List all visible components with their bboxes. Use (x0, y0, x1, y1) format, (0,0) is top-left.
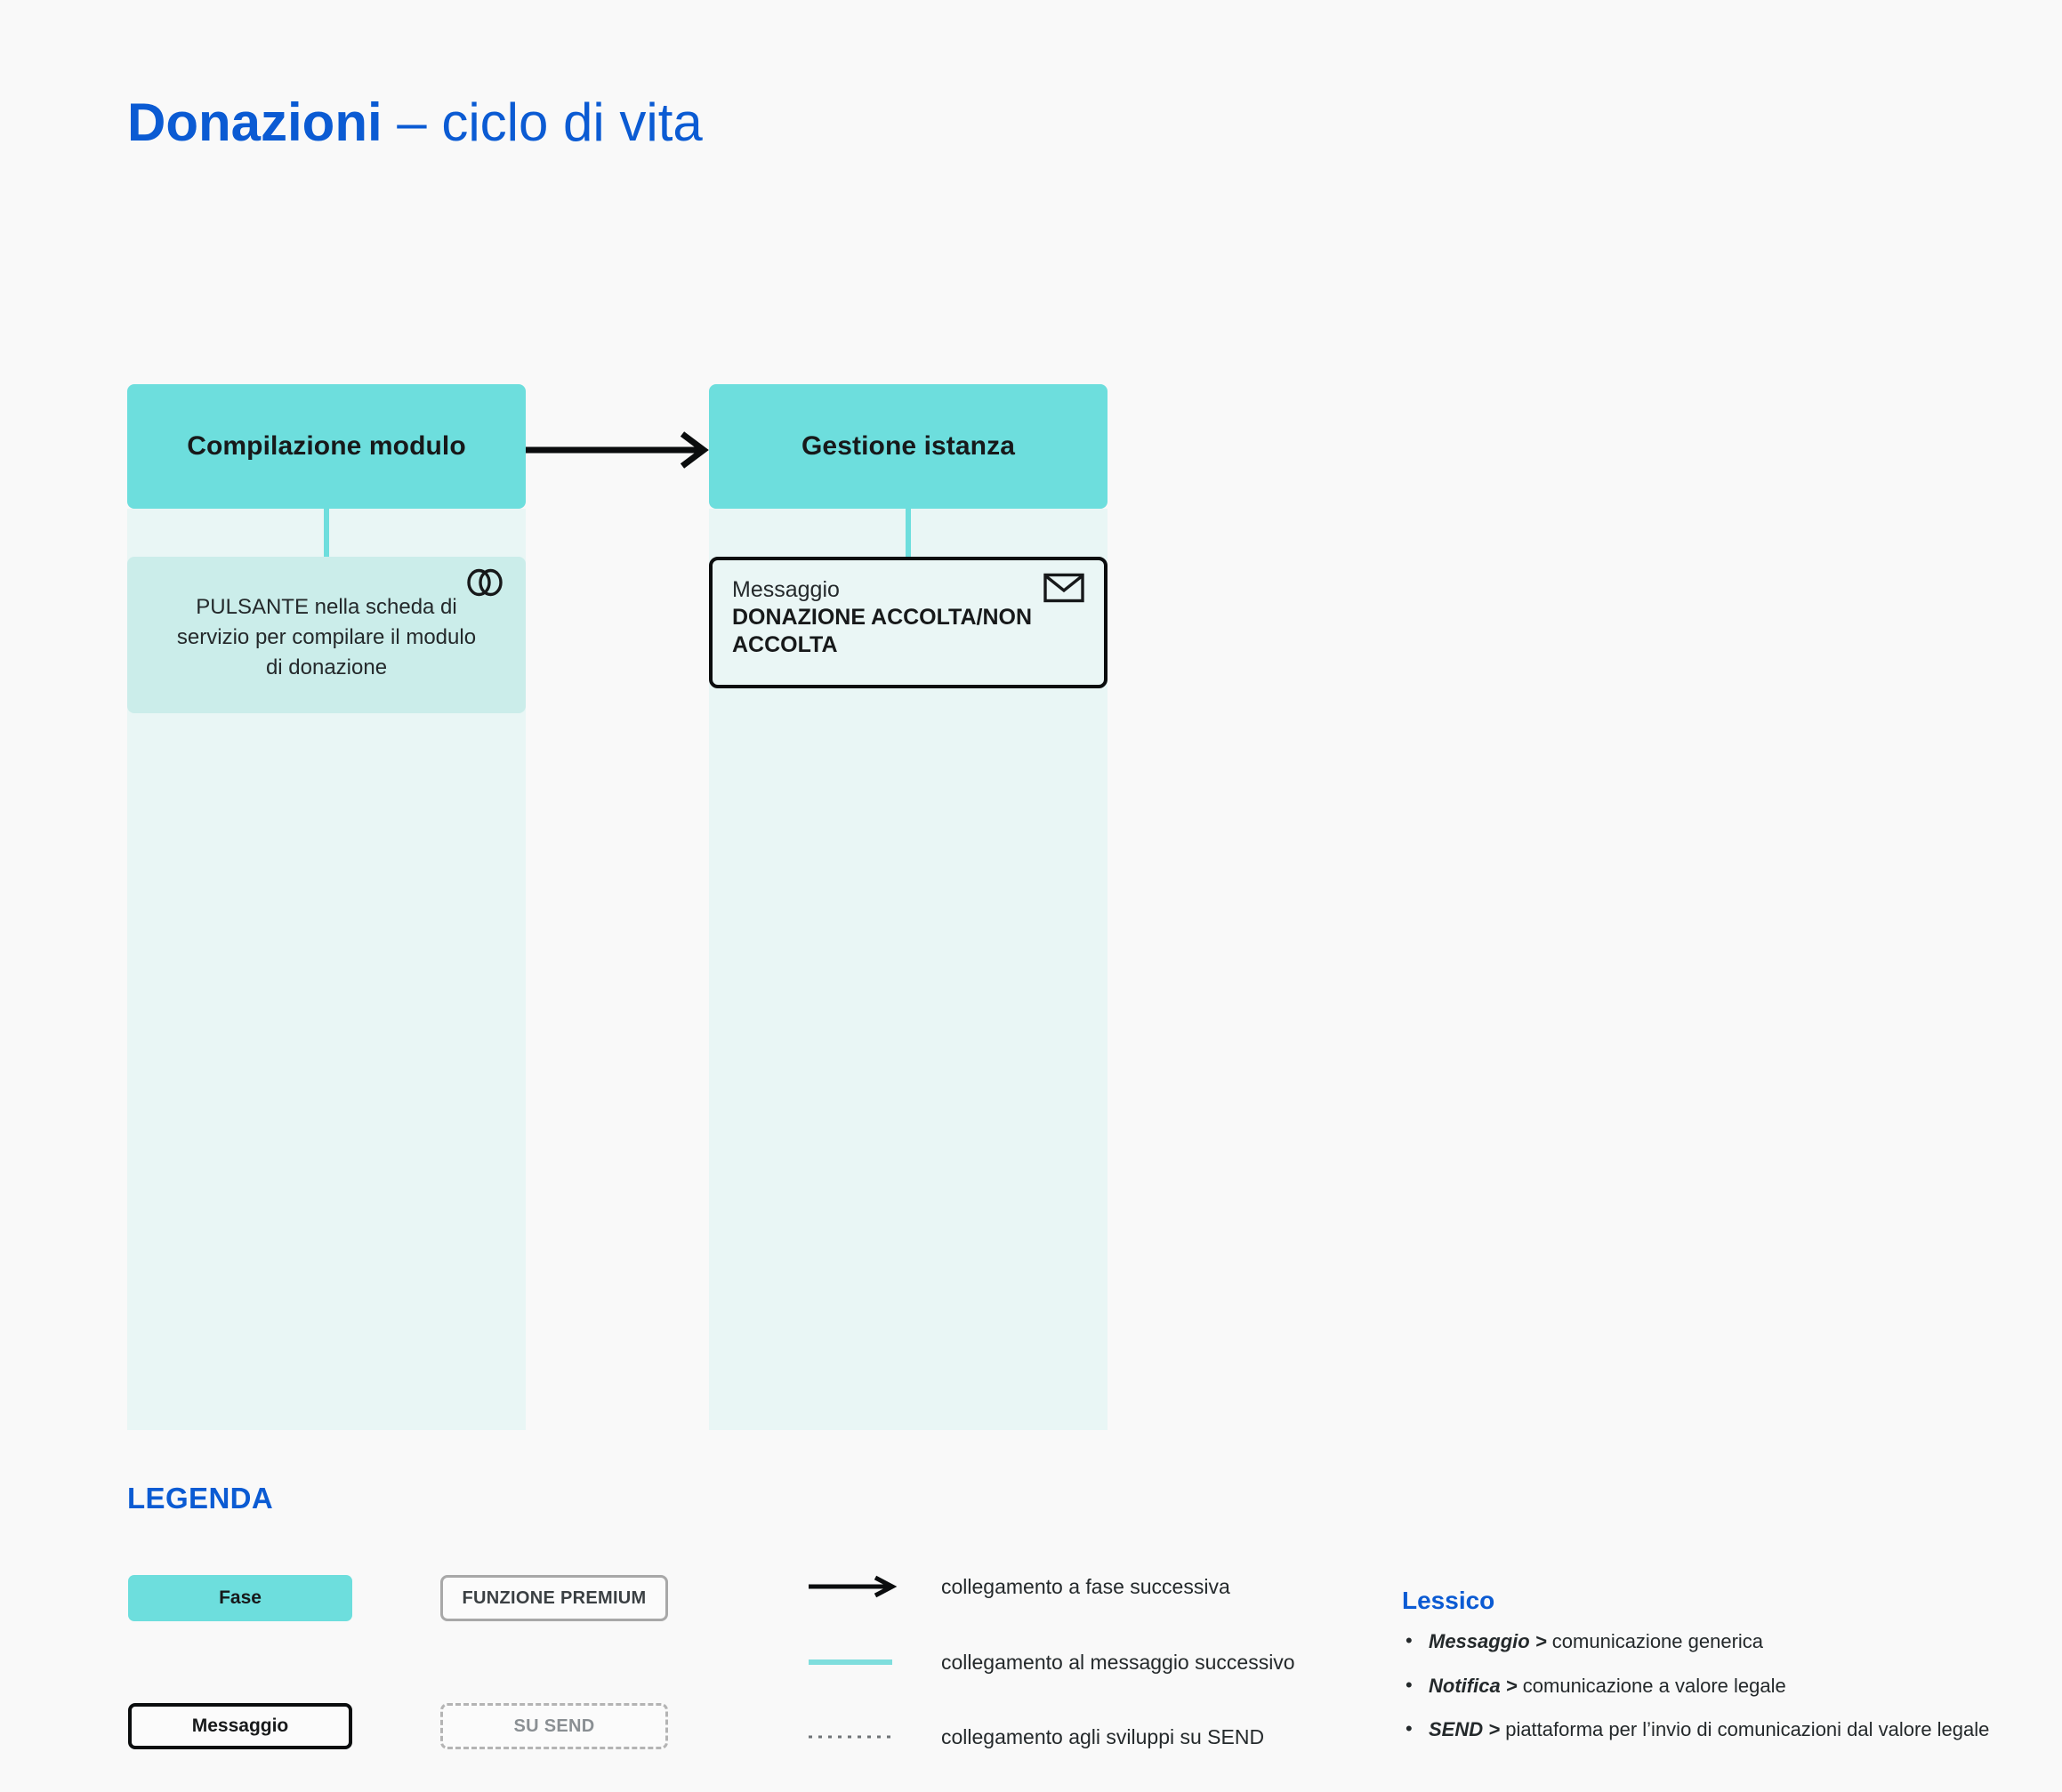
lessico-definition: comunicazione a valore legale (1522, 1674, 1786, 1697)
lessico-section: Lessico Messaggio > comunicazione generi… (1402, 1587, 2025, 1762)
page-title-rest: – ciclo di vita (382, 92, 703, 152)
lessico-definition: comunicazione generica (1551, 1630, 1764, 1652)
lessico-list: Messaggio > comunicazione generica Notif… (1402, 1628, 2025, 1742)
phase-column-gestione-istanza: Gestione istanza Messaggio DONAZIONE ACC… (709, 384, 1108, 1430)
lessico-term: Notifica (1429, 1674, 1501, 1697)
step-card-text: PULSANTE nella scheda di servizio per co… (176, 594, 477, 680)
lessico-definition: piattaforma per l’invio di comunicazioni… (1505, 1718, 1990, 1740)
legend-line-row-sviluppi-send: collegamento agli sviluppi su SEND (808, 1719, 1264, 1755)
lessico-term: Messaggio (1429, 1630, 1530, 1652)
legend-chip-messaggio: Messaggio (128, 1703, 352, 1749)
lessico-title: Lessico (1402, 1587, 1495, 1614)
legend-line-label: collegamento a fase successiva (941, 1574, 1230, 1598)
legend-chip-label: Fase (219, 1587, 262, 1608)
legend-chip-label: Messaggio (191, 1716, 289, 1736)
message-card-title: DONAZIONE ACCOLTA/NON ACCOLTA (732, 605, 1033, 657)
lessico-separator: > (1500, 1674, 1523, 1697)
list-item: SEND > piattaforma per l’invio di comuni… (1402, 1716, 2025, 1742)
phase-header-gestione-istanza[interactable]: Gestione istanza (709, 384, 1108, 509)
lessico-separator: > (1529, 1630, 1552, 1652)
message-card-donazione-accolta[interactable]: Messaggio DONAZIONE ACCOLTA/NON ACCOLTA (709, 557, 1108, 688)
message-card-kind: Messaggio (732, 577, 840, 602)
list-item: Notifica > comunicazione a valore legale (1402, 1673, 2025, 1699)
dotted-gray-line-icon (808, 1724, 898, 1749)
legend-chip-label: SU SEND (513, 1716, 595, 1736)
connector-line-teal (324, 509, 329, 564)
legend-chip-funzione-premium: FUNZIONE PREMIUM (440, 1575, 668, 1621)
page-title: Donazioni – ciclo di vita (127, 96, 703, 149)
phase-header-label: Gestione istanza (801, 431, 1015, 461)
phase-header-compilazione-modulo[interactable]: Compilazione modulo (127, 384, 526, 509)
step-card-pulsante-modulo[interactable]: PULSANTE nella scheda di servizio per co… (127, 557, 526, 713)
lessico-separator: > (1483, 1718, 1506, 1740)
legend-title: LEGENDA (127, 1482, 274, 1515)
legend-line-label: collegamento al messaggio successivo (941, 1650, 1295, 1674)
legend-line-row-fase-successiva: collegamento a fase successiva (808, 1569, 1230, 1604)
connector-line-teal (906, 509, 911, 564)
legend-chip-fase: Fase (128, 1575, 352, 1621)
phase-header-label: Compilazione modulo (187, 431, 466, 461)
mail-icon (1043, 573, 1084, 607)
legend-chip-label: FUNZIONE PREMIUM (462, 1587, 647, 1608)
lessico-term: SEND (1429, 1718, 1484, 1740)
arrow-right-icon (524, 427, 713, 473)
legend-line-row-messaggio-successivo: collegamento al messaggio successivo (808, 1644, 1295, 1680)
list-item: Messaggio > comunicazione generica (1402, 1628, 2025, 1654)
phase-column-compilazione-modulo: Compilazione modulo PULSANTE nella sched… (127, 384, 526, 1430)
legend-chip-su-send: SU SEND (440, 1703, 668, 1749)
page-title-strong: Donazioni (127, 92, 383, 152)
legend-line-label: collegamento agli sviluppi su SEND (941, 1724, 1265, 1748)
link-icon (465, 567, 504, 602)
arrow-right-icon (808, 1574, 898, 1599)
solid-teal-line-icon (808, 1650, 898, 1675)
